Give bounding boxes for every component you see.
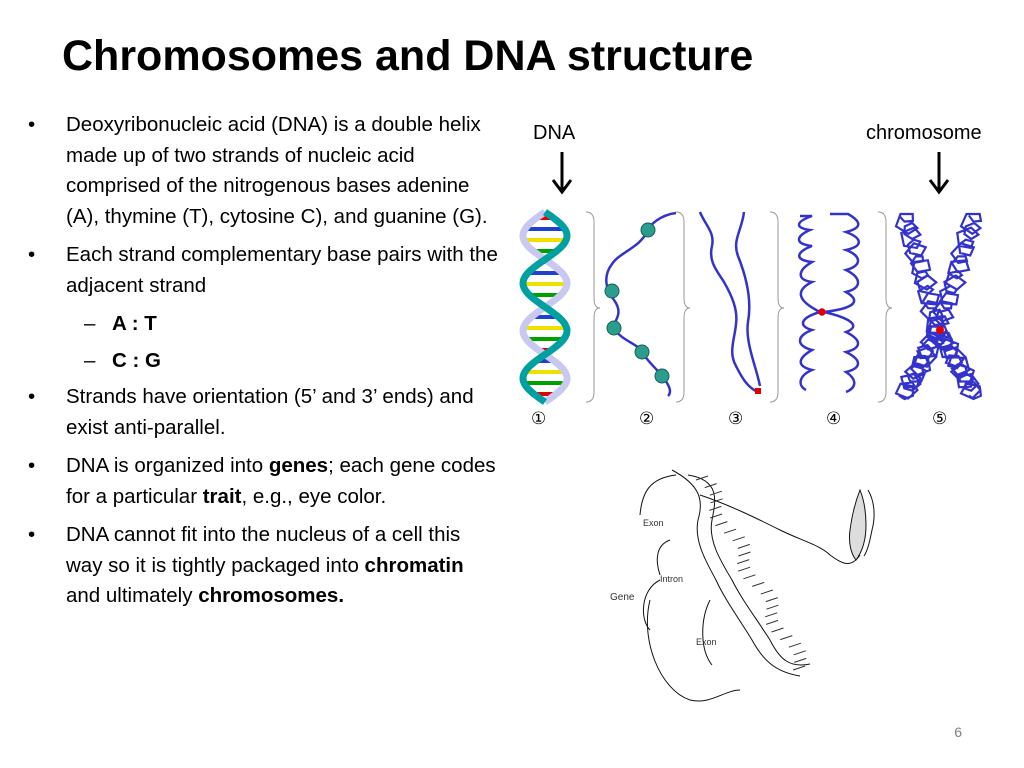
nucleosome-strand xyxy=(604,211,677,397)
gene-helix-rung xyxy=(771,627,784,633)
step-number: ④ xyxy=(826,409,842,429)
gene-label-gene: Gene xyxy=(610,592,635,603)
bullet-dot: • xyxy=(28,523,36,546)
bullet-dot: • xyxy=(28,113,36,136)
bullet-dash: – xyxy=(84,348,96,372)
bullet-dash: – xyxy=(84,312,96,335)
gene-helix-rung xyxy=(780,635,793,641)
gene-helix-rung xyxy=(715,521,728,527)
dna-double-helix xyxy=(519,209,571,405)
step-number: ⑤ xyxy=(932,409,948,429)
bullet-text-pre: DNA is organized into xyxy=(66,454,269,477)
stage-brackets xyxy=(585,211,893,403)
gene-helix-rung xyxy=(737,543,750,549)
chromosome-arm xyxy=(894,325,948,401)
page-number: 6 xyxy=(954,724,962,740)
gene-label-exon: Exon xyxy=(696,637,717,647)
gene-helix-rung xyxy=(695,475,709,481)
bullet-text-pre: DNA cannot fit into the nucleus of a cel… xyxy=(66,523,461,577)
chromosome-arm xyxy=(894,212,948,339)
step-number: ① xyxy=(531,409,547,429)
gene-label-intron: Intron xyxy=(660,574,683,584)
bullet-text: Deoxyribonucleic acid (DNA) is a double … xyxy=(66,113,488,228)
bullet-list: • Deoxyribonucleic acid (DNA) is a double… xyxy=(18,110,498,620)
gene-helix-rung xyxy=(738,551,751,557)
bullet-bold: chromosomes. xyxy=(198,584,345,607)
bullet-item: • Each strand complementary base pairs wi… xyxy=(18,240,498,301)
bullet-text-post: , e.g., eye color. xyxy=(241,484,387,508)
bullet-bold: trait xyxy=(202,484,242,508)
metaphase-chromosome xyxy=(894,212,983,401)
chromatin-fiber xyxy=(698,211,762,394)
gene-helix-rung xyxy=(760,589,773,595)
down-arrow-icon xyxy=(551,152,573,195)
down-arrow-icon xyxy=(928,152,950,195)
chromosome-label: chromosome xyxy=(866,122,982,144)
bullet-item: • DNA cannot fit into the nucleus of a ce… xyxy=(18,520,498,612)
gene-diagram xyxy=(639,469,875,702)
gene-helix-rung xyxy=(737,566,751,572)
gene-helix-rung xyxy=(709,505,722,511)
gene-helix-rung xyxy=(766,604,779,610)
bullet-dot: • xyxy=(28,385,36,408)
sub-bullet-text: C : G xyxy=(112,348,161,372)
bullet-text: Each strand complementary base pairs wit… xyxy=(66,243,498,297)
gene-helix-rung xyxy=(737,559,750,565)
chromosome-arm xyxy=(927,212,983,339)
gene-helix-rung xyxy=(709,513,723,519)
sub-bullet-item: –C : G xyxy=(18,346,498,377)
gene-helix-rung xyxy=(704,483,717,489)
dna-label: DNA xyxy=(533,122,576,144)
bullet-bold: chromatin xyxy=(364,553,464,577)
bullet-item: • Strands have orientation (5’ and 3’ end… xyxy=(18,382,498,443)
gene-helix-rung xyxy=(794,657,807,663)
bullet-text-mid: and ultimately xyxy=(66,584,199,607)
bullet-item: • DNA is organized into genes; each gene … xyxy=(18,451,498,512)
gene-helix-rung xyxy=(743,574,756,580)
gene-helix-rung xyxy=(792,665,806,671)
bullet-bold: genes xyxy=(268,454,329,477)
gene-helix-rung xyxy=(793,650,806,656)
gene-helix-rung xyxy=(709,490,723,496)
sub-bullet-text: A : T xyxy=(112,312,157,335)
bullet-text: Strands have orientation (5’ and 3’ ends… xyxy=(66,385,474,439)
gene-helix-rung xyxy=(723,528,737,534)
gene-helix-rung xyxy=(732,536,745,542)
centromere xyxy=(936,326,944,334)
gene-helix-rung xyxy=(765,597,778,603)
helix-strand xyxy=(519,209,571,405)
bullet-dot: • xyxy=(28,243,36,266)
sub-bullet-item: –A : T xyxy=(18,309,498,340)
gene-helix-rung xyxy=(788,642,802,648)
bullet-item: • Deoxyribonucleic acid (DNA) is a double… xyxy=(18,110,498,232)
bullet-text-mid: ; each gene codes for a particular xyxy=(66,454,496,508)
gene-helix-rung xyxy=(765,619,779,625)
bullet-dot: • xyxy=(28,454,36,477)
gene-helix-rung xyxy=(765,612,778,618)
condensed-chromatin xyxy=(797,212,860,394)
gene-label-exon: Exon xyxy=(643,518,664,528)
gene-helix-rung xyxy=(752,581,765,587)
step-number: ③ xyxy=(728,409,744,429)
slide-title: Chromosomes and DNA structure xyxy=(62,32,754,80)
chromosome-arm xyxy=(927,325,983,401)
step-number: ② xyxy=(639,409,655,429)
